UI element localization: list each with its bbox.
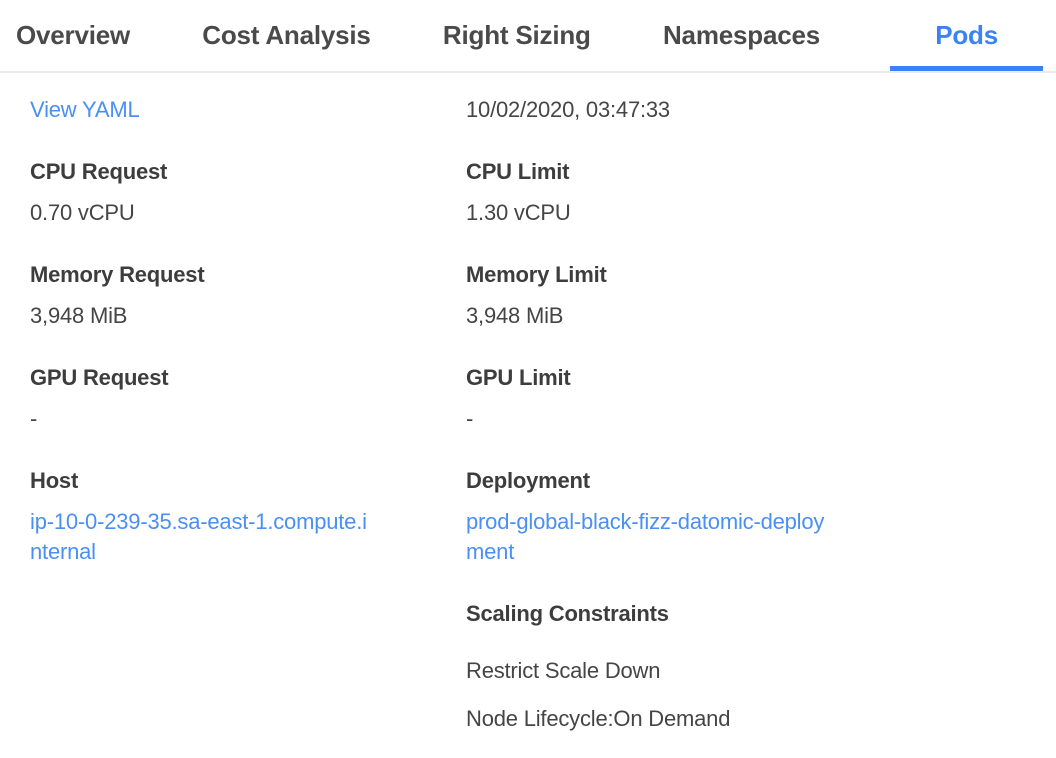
gpu-request-value: - [30, 406, 38, 431]
view-yaml-cell: View YAML [30, 95, 466, 125]
pod-created-timestamp: 10/02/2020, 03:47:33 [466, 97, 670, 122]
host-label: Host [30, 468, 79, 493]
deployment-label: Deployment [466, 468, 590, 493]
cpu-limit-label: CPU Limit [466, 159, 570, 184]
tab-cost-analysis[interactable]: Cost Analysis [202, 20, 371, 50]
scaling-constraint-item: Node Lifecycle:On Demand [466, 706, 731, 731]
pod-detail-panel: View YAML 10/02/2020, 03:47:33 CPU Reque… [0, 73, 1056, 758]
tab-pods[interactable]: Pods [890, 0, 1043, 71]
tab-namespaces[interactable]: Namespaces [662, 20, 820, 50]
scaling-constraint-item: Restrict Scale Down [466, 658, 661, 683]
deployment-link[interactable]: prod-global-black-fizz-datomic-deploymen… [466, 509, 825, 564]
scaling-constraints-label: Scaling Constraints [466, 601, 669, 626]
tab-overview[interactable]: Overview [16, 20, 131, 50]
field-cpu-limit: CPU Limit 1.30 vCPU [466, 158, 1036, 228]
empty-cell [30, 600, 466, 753]
cpu-request-label: CPU Request [30, 159, 168, 184]
host-link[interactable]: ip-10-0-239-35.sa-east-1.compute.interna… [30, 509, 367, 564]
gpu-request-label: GPU Request [30, 365, 169, 390]
gpu-limit-value: - [466, 406, 474, 431]
field-memory-limit: Memory Limit 3,948 MiB [466, 261, 1036, 331]
field-gpu-limit: GPU Limit - [466, 364, 1036, 434]
field-host: Host ip-10-0-239-35.sa-east-1.compute.in… [30, 467, 466, 567]
memory-request-label: Memory Request [30, 262, 205, 287]
timestamp-cell: 10/02/2020, 03:47:33 [466, 95, 1036, 125]
cpu-request-value: 0.70 vCPU [30, 200, 135, 225]
field-gpu-request: GPU Request - [30, 364, 466, 434]
tab-bar: Overview Cost Analysis Right Sizing Name… [0, 0, 1056, 73]
cpu-limit-value: 1.30 vCPU [466, 200, 571, 225]
tab-right-sizing[interactable]: Right Sizing [442, 20, 591, 50]
memory-limit-value: 3,948 MiB [466, 303, 564, 328]
gpu-limit-label: GPU Limit [466, 365, 571, 390]
view-yaml-link[interactable]: View YAML [30, 97, 140, 122]
memory-limit-label: Memory Limit [466, 262, 607, 287]
scaling-constraints-section: Scaling Constraints Restrict Scale Down … [466, 600, 1036, 753]
field-memory-request: Memory Request 3,948 MiB [30, 261, 466, 331]
field-cpu-request: CPU Request 0.70 vCPU [30, 158, 466, 228]
memory-request-value: 3,948 MiB [30, 303, 128, 328]
field-deployment: Deployment prod-global-black-fizz-datomi… [466, 467, 1036, 567]
